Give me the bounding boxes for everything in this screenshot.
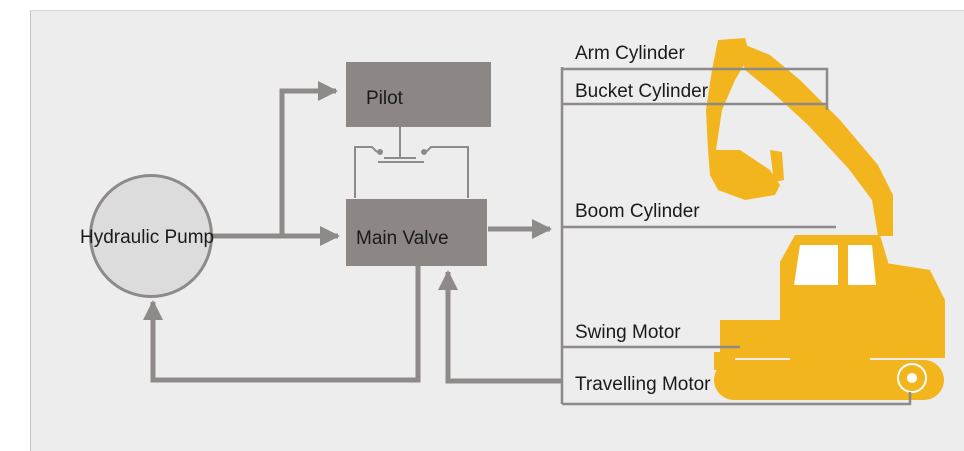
frame-border-left — [30, 10, 31, 451]
hydraulic-pump-circle — [89, 174, 213, 298]
travelling-motor-label: Travelling Motor — [575, 374, 711, 395]
boom-cylinder-label: Boom Cylinder — [575, 201, 700, 222]
pilot-label: Pilot — [366, 88, 403, 109]
pilot-box — [346, 62, 491, 127]
frame-border-top — [30, 10, 964, 11]
main-valve-label: Main Valve — [356, 228, 449, 249]
main-valve-box — [346, 199, 487, 266]
bucket-cylinder-label: Bucket Cylinder — [575, 81, 709, 102]
arm-cylinder-label: Arm Cylinder — [575, 43, 685, 64]
pump-label: Hydraulic Pump — [80, 227, 215, 248]
swing-motor-label: Swing Motor — [575, 322, 681, 343]
